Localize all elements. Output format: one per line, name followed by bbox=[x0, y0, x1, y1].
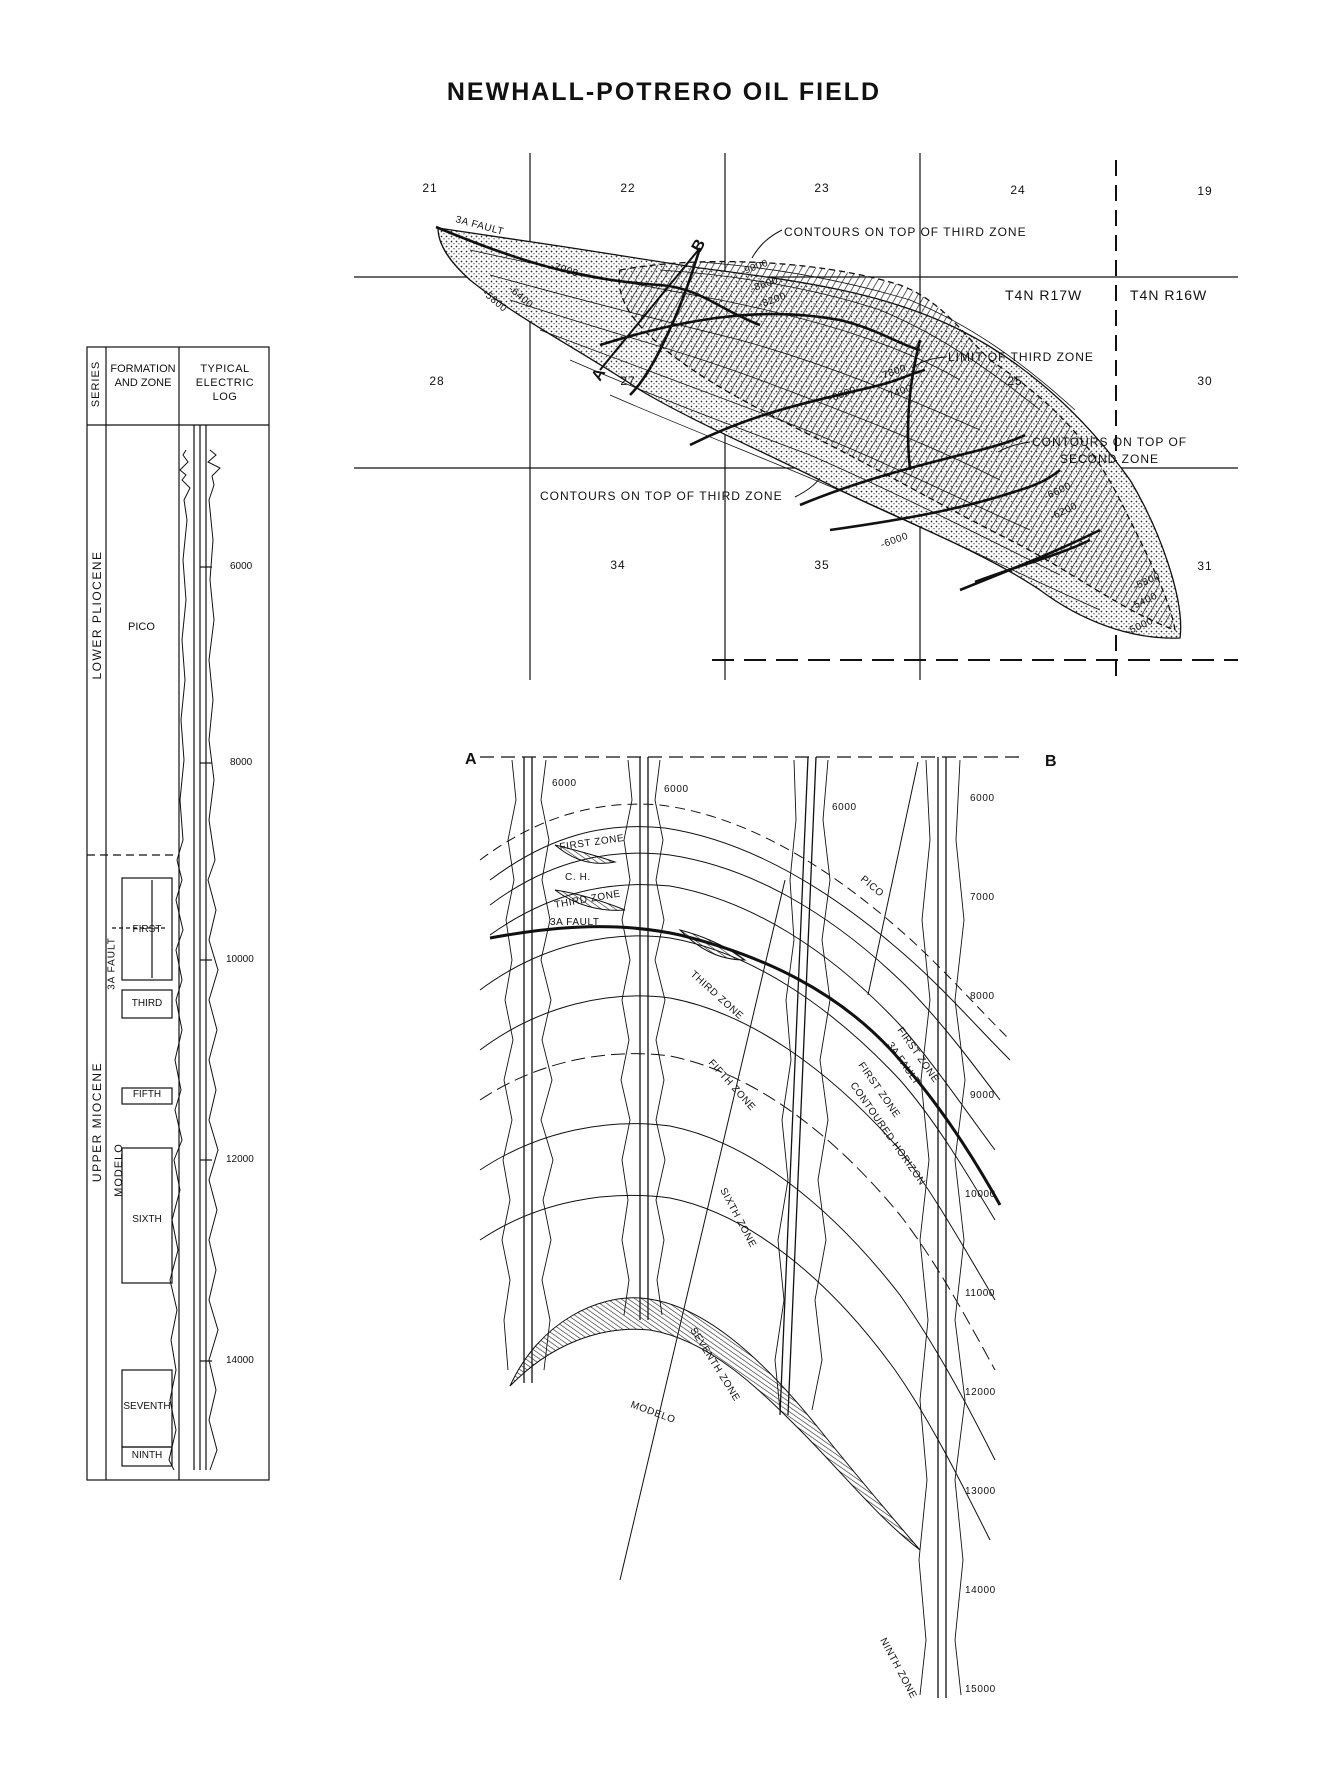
zone-third: THIRD bbox=[131, 998, 163, 1009]
depth-8000: 8000 bbox=[230, 757, 253, 768]
township-label-left: T4N R17W bbox=[1005, 287, 1082, 303]
map-section-line bbox=[599, 247, 701, 371]
zone-first: FIRST bbox=[132, 924, 162, 935]
zone-sixth: SIXTH bbox=[132, 1214, 162, 1225]
series-lower-pliocene: LOWER PLIOCENE bbox=[90, 550, 104, 680]
map-faults bbox=[435, 225, 1101, 592]
zone-seventh: SEVENTH bbox=[123, 1401, 171, 1412]
series-upper-miocene: UPPER MIOCENE bbox=[90, 1061, 104, 1183]
limit-third-label: LIMIT OF THIRD ZONE bbox=[948, 350, 1094, 364]
contours-third-bottom-label: CONTOURS ON TOP OF THIRD ZONE bbox=[540, 489, 783, 503]
contours-second-label-1: CONTOURS ON TOP OF bbox=[1032, 435, 1187, 449]
section-24: 24 bbox=[1010, 183, 1025, 197]
column-fault-label: 3A FAULT bbox=[106, 937, 118, 990]
second-zone-area bbox=[618, 260, 1176, 631]
page-title: NEWHALL-POTRERO OIL FIELD bbox=[446, 78, 882, 106]
map-labels: T4N R17W T4N R16W CONTOURS ON TOP OF THI… bbox=[454, 214, 1207, 503]
section-23: 23 bbox=[814, 181, 829, 195]
formation-pico: PICO bbox=[128, 621, 155, 633]
column-header-log: TYPICAL ELECTRIC LOG bbox=[195, 363, 255, 403]
map-contours bbox=[469, 249, 1101, 611]
formation-modelo: MODELO bbox=[113, 1143, 125, 1197]
depth-14000: 14000 bbox=[226, 1355, 254, 1366]
section-28: 28 bbox=[429, 374, 444, 388]
section-31: 31 bbox=[1197, 559, 1212, 573]
section-30: 30 bbox=[1197, 374, 1212, 388]
contours-second-label-2: SECOND ZONE bbox=[1060, 452, 1159, 466]
township-label-right: T4N R16W bbox=[1130, 287, 1207, 303]
zone-ninth: NINTH bbox=[131, 1450, 163, 1461]
column-header-series: SERIES bbox=[90, 360, 102, 408]
zone-fifth: FIFTH bbox=[132, 1089, 162, 1100]
map-point-b: B bbox=[689, 236, 710, 255]
section-19: 19 bbox=[1197, 184, 1212, 198]
section-35: 35 bbox=[814, 558, 829, 572]
contours-third-top-label: CONTOURS ON TOP OF THIRD ZONE bbox=[784, 225, 1027, 239]
section-numbers: 21 22 23 24 19 28 27 25 30 34 35 31 bbox=[422, 181, 1212, 573]
column-header-formation: FORMATION AND ZONE bbox=[110, 363, 176, 389]
section-21: 21 bbox=[422, 181, 437, 195]
svg-text:-6000: -6000 bbox=[879, 531, 910, 551]
depth-12000: 12000 bbox=[226, 1154, 254, 1165]
section-25: 25 bbox=[1007, 374, 1022, 388]
depth-10000: 10000 bbox=[226, 954, 254, 965]
section-34: 34 bbox=[610, 558, 625, 572]
section-22: 22 bbox=[620, 181, 635, 195]
depth-6000: 6000 bbox=[230, 561, 253, 572]
section-27: 27 bbox=[620, 374, 635, 388]
